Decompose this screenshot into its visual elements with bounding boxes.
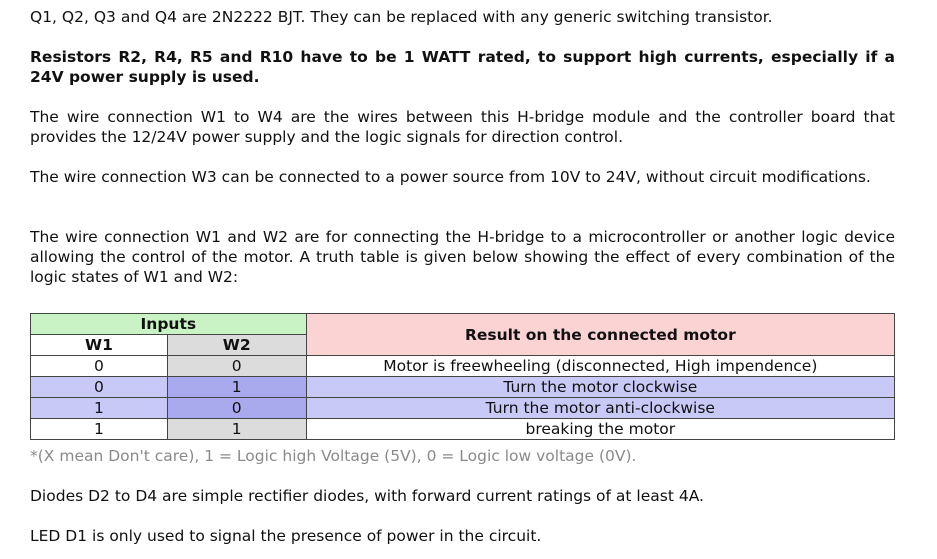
w2-cell: 1 [166, 418, 307, 440]
table-row: 0 1 Turn the motor clockwise [30, 376, 896, 398]
paragraph-diodes: Diodes D2 to D4 are simple rectifier dio… [30, 487, 704, 505]
w1-cell: 1 [30, 418, 168, 440]
inputs-header: Inputs [30, 313, 307, 335]
w1-header: W1 [30, 334, 168, 356]
w2-cell: 0 [166, 397, 307, 419]
w1-cell: 0 [30, 355, 168, 377]
paragraph-w3-power: The wire connection W3 can be connected … [30, 168, 871, 186]
result-cell: Turn the motor clockwise [305, 376, 896, 398]
w1-cell: 0 [30, 376, 168, 398]
paragraph-led: LED D1 is only used to signal the presen… [30, 527, 542, 545]
paragraph-w1-w2-logic: The wire connection W1 and W2 are for co… [30, 228, 895, 286]
paragraph-wire-connections: The wire connection W1 to W4 are the wir… [30, 108, 895, 146]
result-header: Result on the connected motor [305, 313, 896, 356]
w2-cell: 0 [166, 355, 307, 377]
result-cell: breaking the motor [305, 418, 896, 440]
paragraph-resistors-warning: Resistors R2, R4, R5 and R10 have to be … [30, 48, 895, 86]
table-row: 0 0 Motor is freewheeling (disconnected,… [30, 355, 896, 377]
paragraph-transistors: Q1, Q2, Q3 and Q4 are 2N2222 BJT. They c… [30, 8, 773, 26]
w2-header: W2 [166, 334, 307, 356]
truth-table: Inputs Result on the connected motor W1 … [30, 313, 896, 440]
table-footnote: *(X mean Don't care), 1 = Logic high Vol… [30, 447, 637, 465]
table-row: 1 0 Turn the motor anti-clockwise [30, 397, 896, 419]
result-cell: Motor is freewheeling (disconnected, Hig… [305, 355, 896, 377]
result-cell: Turn the motor anti-clockwise [305, 397, 896, 419]
w1-cell: 1 [30, 397, 168, 419]
w2-cell: 1 [166, 376, 307, 398]
table-row: 1 1 breaking the motor [30, 418, 896, 440]
